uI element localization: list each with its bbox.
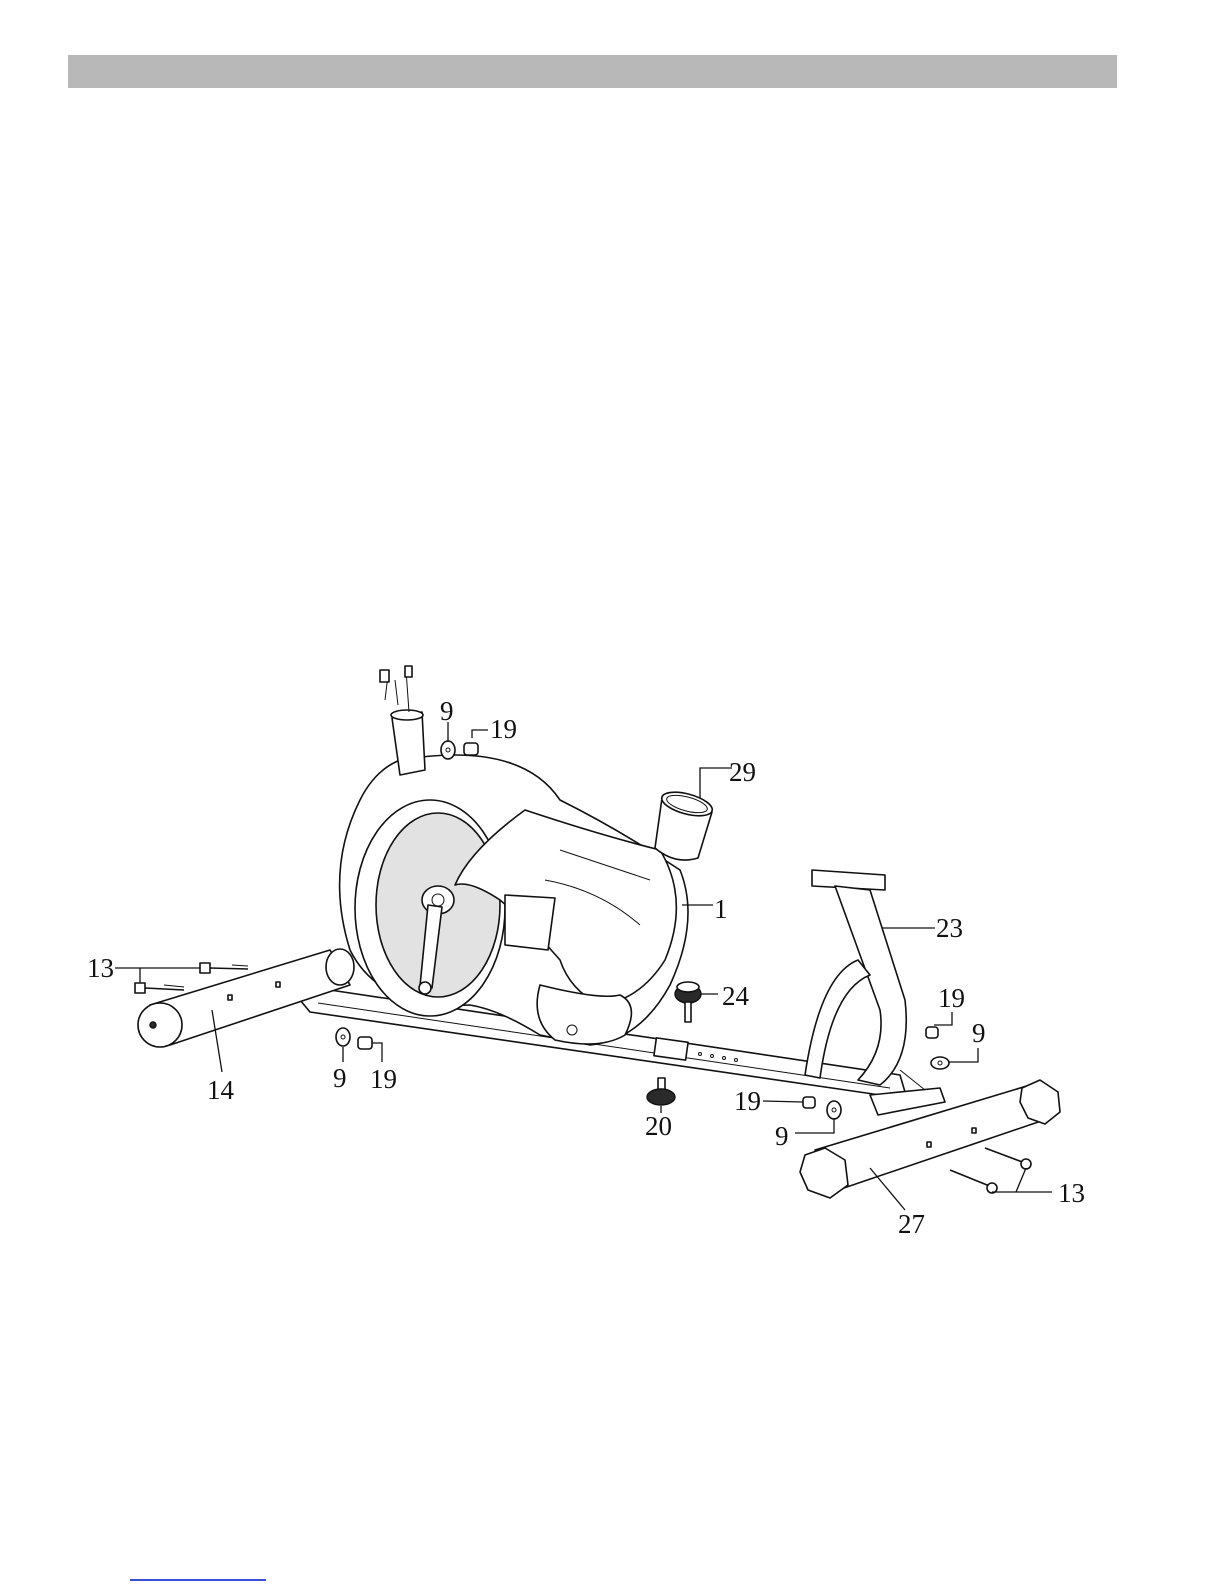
callout-knob-20: 20 — [645, 1111, 672, 1141]
callout-washer-right-lower: 9 — [775, 1121, 789, 1151]
callout-front-bolts: 13 — [1058, 1178, 1085, 1208]
callout-cap-nut-left: 19 — [370, 1064, 397, 1094]
callout-front-stabilizer: 14 — [207, 1075, 235, 1105]
knob-24 — [675, 982, 701, 1022]
callout-washer-top: 9 — [440, 696, 454, 726]
knob-20 — [647, 1078, 675, 1105]
callout-cap-nut-top: 19 — [490, 714, 517, 744]
callout-washer-left: 9 — [333, 1063, 347, 1093]
callout-bottle-holder: 29 — [729, 757, 756, 787]
bottle-holder — [655, 788, 715, 860]
callout-cap-nut-right-lower: 19 — [734, 1086, 761, 1116]
callout-rear-bolts: 13 — [87, 953, 114, 983]
callout-washer-right-upper: 9 — [972, 1018, 986, 1048]
callout-main-frame: 1 — [714, 894, 728, 924]
callout-seat-post: 23 — [936, 913, 963, 943]
footer-rule — [130, 1579, 266, 1581]
callout-cap-nut-right-upper: 19 — [938, 983, 965, 1013]
callout-rear-stabilizer: 27 — [898, 1209, 925, 1239]
callout-knob-24: 24 — [722, 981, 750, 1011]
